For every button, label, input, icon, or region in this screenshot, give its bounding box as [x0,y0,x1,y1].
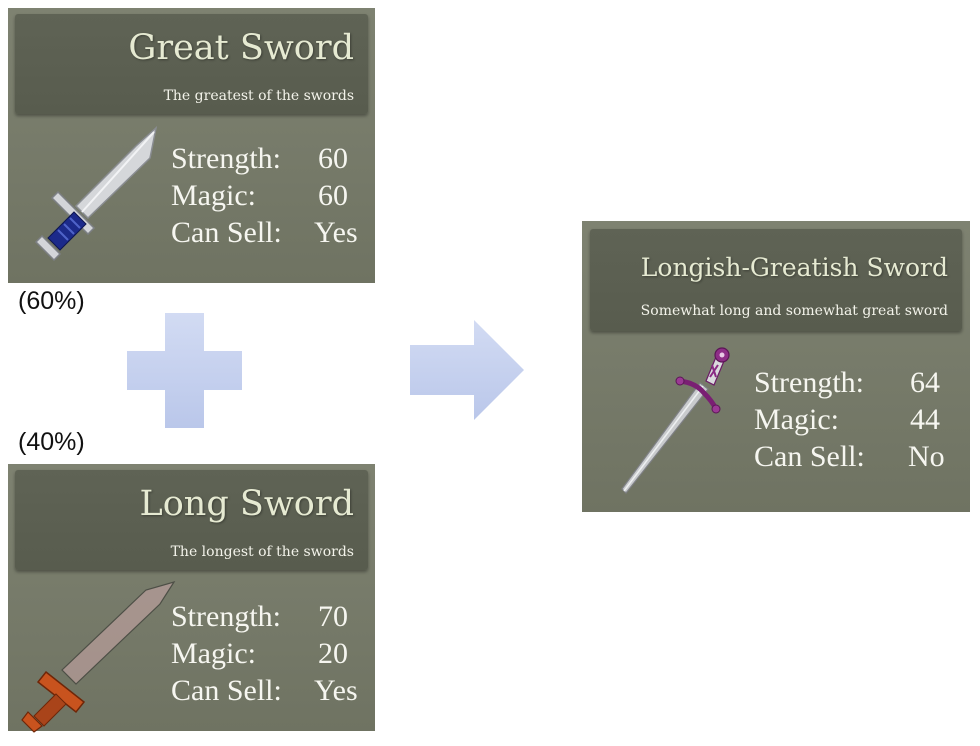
stat-label: Strength: [171,600,281,633]
stat-label: Strength: [754,366,864,399]
stat-value: 44 [910,403,940,436]
arrow-right-icon [410,320,524,420]
result-sword-title: Longish-Greatish Sword [640,253,948,282]
great-sword-title: Great Sword [128,28,354,68]
great-sword-subtitle: The greatest of the swords [163,88,354,104]
stat-row-magic: Magic: 44 [754,403,964,440]
stat-label: Magic: [171,637,256,670]
long-sword-title: Long Sword [139,484,354,524]
great-sword-header: Great Sword The greatest of the swords [15,14,368,114]
long-sword-icon [21,580,176,733]
stat-value: 20 [318,637,348,670]
stat-value: No [908,440,945,473]
result-sword-header: Longish-Greatish Sword Somewhat long and… [590,229,962,331]
stat-row-strength: Strength: 70 [171,600,371,637]
stat-value: 60 [318,142,348,175]
stat-value: 64 [910,366,940,399]
stat-label: Magic: [754,403,839,436]
stat-label: Can Sell: [171,216,282,249]
stat-value: 60 [318,179,348,212]
stat-row-can-sell: Can Sell: No [754,440,964,477]
long-sword-stats: Strength: 70 Magic: 20 Can Sell: Yes [171,600,371,711]
stat-label: Strength: [171,142,281,175]
great-sword-card: Great Sword The greatest of the swords S… [8,8,375,283]
longish-greatish-sword-icon [621,347,730,494]
great-sword-weight: (60%) [18,287,85,315]
stat-row-magic: Magic: 60 [171,179,371,216]
stat-label: Can Sell: [171,674,282,707]
stat-row-can-sell: Can Sell: Yes [171,216,371,253]
result-sword-card: Longish-Greatish Sword Somewhat long and… [582,221,970,512]
long-sword-card: Long Sword The longest of the swords Str… [8,464,375,733]
stat-row-strength: Strength: 60 [171,142,371,179]
great-sword-stats: Strength: 60 Magic: 60 Can Sell: Yes [171,142,371,253]
stat-value: Yes [314,216,358,249]
result-sword-stats: Strength: 64 Magic: 44 Can Sell: No [754,366,964,477]
long-sword-header: Long Sword The longest of the swords [15,470,368,570]
stat-value: 70 [318,600,348,633]
plus-icon [127,313,242,428]
stat-row-strength: Strength: 64 [754,366,964,403]
long-sword-weight: (40%) [18,428,85,456]
stat-row-magic: Magic: 20 [171,637,371,674]
stat-value: Yes [314,674,358,707]
stat-row-can-sell: Can Sell: Yes [171,674,371,711]
stat-label: Magic: [171,179,256,212]
great-sword-icon [34,125,158,262]
stat-label: Can Sell: [754,440,865,473]
result-sword-subtitle: Somewhat long and somewhat great sword [640,303,948,319]
long-sword-subtitle: The longest of the swords [170,544,354,560]
